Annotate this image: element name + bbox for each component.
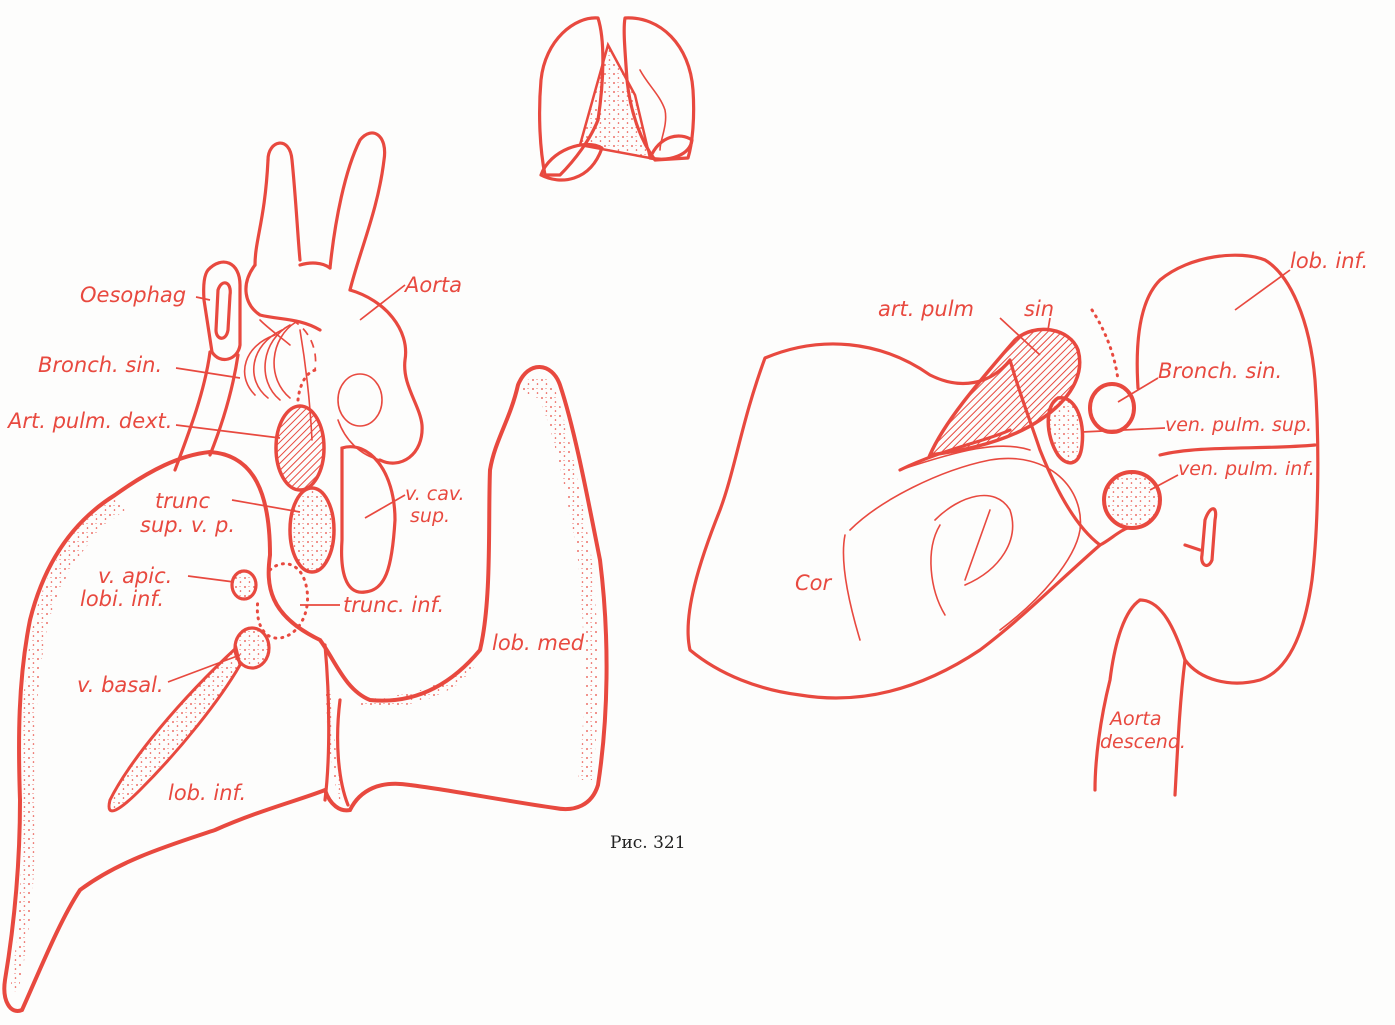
label-v-apic-1: v. apic.: [98, 564, 172, 588]
label-v-apic-2: lobi. inf.: [80, 587, 164, 611]
oesophagus: [204, 262, 240, 359]
label-v-cav-2: sup.: [410, 505, 450, 527]
trunc-sup-vessel: [290, 488, 334, 572]
label-oesophag: Oesophag: [80, 283, 186, 307]
orientation-sketch: [540, 18, 694, 180]
right-figure: art. pulm sin lob. inf. Bronch. sin. ven…: [688, 249, 1368, 795]
v-cav-sup-vessel: [342, 447, 395, 593]
figure-caption: Рис. 321: [610, 833, 686, 853]
left-figure: Oesophag Aorta Bronch. sin. Art. pulm. d…: [4, 133, 606, 1011]
label-art-pulm: art. pulm: [878, 297, 974, 321]
label-lob-med: lob. med: [492, 631, 585, 655]
label-sin: sin: [1024, 297, 1054, 321]
label-v-cav-1: v. cav.: [405, 483, 465, 505]
label-trunc-inf: trunc. inf.: [343, 593, 444, 617]
label-cor: Cor: [795, 571, 833, 595]
art-pulm-dext-vessel: [276, 406, 324, 490]
label-aorta-descend-2: descend.: [1100, 731, 1186, 753]
label-ven-pulm-inf: ven. pulm. inf.: [1178, 458, 1315, 480]
label-aorta-left: Aorta: [403, 273, 462, 297]
ven-pulm-inf-vessel: [1104, 472, 1160, 528]
label-aorta-descend-1: Aorta: [1108, 708, 1162, 730]
v-apic-vessel: [232, 571, 256, 599]
label-art-pulm-dext: Art. pulm. dext.: [6, 409, 172, 433]
ven-pulm-sup-vessel: [1048, 398, 1082, 463]
label-ven-pulm-sup: ven. pulm. sup.: [1165, 414, 1312, 436]
label-v-basal: v. basal.: [77, 673, 164, 697]
label-bronch-sin-right: Bronch. sin.: [1158, 359, 1282, 383]
label-bronch-sin-left: Bronch. sin.: [38, 353, 162, 377]
label-lob-inf-right: lob. inf.: [1290, 249, 1368, 273]
aorta-root: [338, 374, 382, 426]
label-lob-inf-left: lob. inf.: [168, 781, 246, 805]
bronch-sin-ring: [1090, 384, 1134, 432]
label-trunc-sup-2: sup. v. p.: [140, 513, 235, 537]
label-trunc-sup-1: trunc: [155, 489, 210, 513]
